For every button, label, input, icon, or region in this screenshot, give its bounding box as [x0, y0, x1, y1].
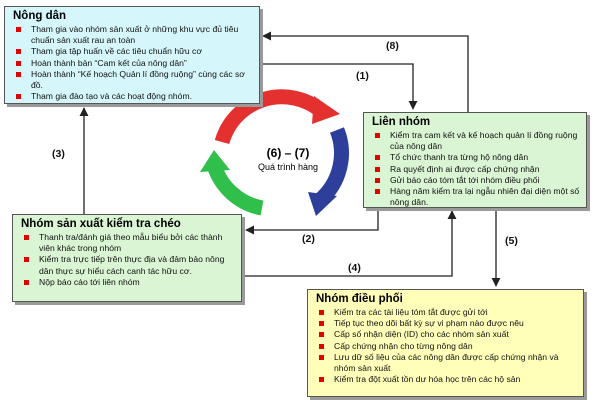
label-5: (5) — [505, 235, 518, 247]
list-item: Kiểm tra cam kết và kế hoạch quản lí đồn… — [372, 130, 580, 152]
coordination-box: Nhóm điều phối Kiểm tra các tài liệu tóm… — [307, 289, 584, 397]
list-item: Hàng năm kiểm tra lại ngẫu nhiên đại diệ… — [372, 186, 580, 208]
list-item: Tham gia vào nhóm sản xuất ở những khu v… — [13, 24, 253, 46]
list-item: Tham gia tập huấn về các tiêu chuẩn hữu … — [13, 46, 253, 57]
list-item: Tham gia đào tạo và các hoạt động nhóm. — [13, 91, 253, 102]
arrow-2 — [245, 208, 379, 235]
list-item: Hoàn thành bản “Cam kết của nông dân” — [13, 58, 253, 69]
cross-check-list: Thanh tra/đánh giá theo mẫu biểu bởi các… — [21, 232, 235, 288]
list-item: Thanh tra/đánh giá theo mẫu biểu bởi các… — [21, 232, 235, 254]
list-item: Ra quyết định ai được cấp chứng nhận — [372, 164, 580, 175]
cycle-name: Quá trình hàng — [257, 162, 319, 172]
group-title: Liên nhóm — [372, 116, 431, 128]
farmer-box: Nông dân Tham gia vào nhóm sản xuất ở nh… — [4, 6, 260, 104]
label-8: (8) — [386, 40, 399, 52]
list-item: Lưu dữ số liệu của các nông dân được cấp… — [316, 352, 577, 374]
list-item: Kiểm tra đột xuất tồn dư hóa học trên cá… — [316, 374, 577, 385]
list-item: Tiếp tục theo dõi bất kỳ sự vi phạm nào … — [316, 318, 577, 329]
list-item: Nộp báo cáo tới liên nhóm — [21, 277, 235, 288]
cross-check-box: Nhóm sản xuất kiểm tra chéo Thanh tra/đá… — [12, 214, 242, 302]
arrow-1 — [260, 63, 418, 110]
list-item: Hoàn thành “Kế hoạch Quản lí đồng ruộng”… — [13, 69, 253, 91]
coordination-title: Nhóm điều phối — [316, 293, 403, 305]
group-box: Liên nhóm Kiểm tra cam kết và kế hoạch q… — [363, 112, 587, 208]
cross-check-title: Nhóm sản xuất kiểm tra chéo — [21, 218, 181, 230]
label-1: (1) — [356, 70, 369, 82]
coordination-list: Kiểm tra các tài liệu tóm tắt được gửi t… — [316, 307, 577, 385]
list-item: Tổ chức thanh tra từng hộ nông dân — [372, 152, 580, 163]
cycle-arrowhead-red — [312, 96, 340, 124]
list-item: Cấp chứng nhận cho từng nông dân — [316, 341, 577, 352]
cycle-number: (6) – (7) — [266, 146, 310, 160]
farmer-title: Nông dân — [13, 10, 67, 22]
list-item: Gửi báo cáo tóm tắt tới nhóm điều phối — [372, 175, 580, 186]
cycle-arrowhead-blue — [308, 192, 337, 216]
list-item: Kiểm tra các tài liệu tóm tắt được gửi t… — [316, 307, 577, 318]
cycle-arrow-blue — [314, 127, 349, 206]
farmer-list: Tham gia vào nhóm sản xuất ở những khu v… — [13, 24, 253, 102]
list-item: Cấp số nhận diện (ID) cho các nhóm sản x… — [316, 329, 577, 340]
cycle-arrow-green — [206, 162, 264, 216]
label-3: (3) — [52, 148, 65, 160]
group-list: Kiểm tra cam kết và kế hoạch quản lí đồn… — [372, 130, 580, 208]
label-4: (4) — [348, 262, 361, 274]
list-item: Kiểm tra trực tiếp trên thực địa và đảm … — [21, 254, 235, 276]
arrow-8 — [262, 31, 469, 112]
label-2: (2) — [302, 233, 315, 245]
cycle-arrow-red — [214, 89, 325, 145]
cycle-arrowhead-green — [200, 150, 230, 172]
cycle-icon — [206, 89, 349, 216]
arrow-4 — [242, 210, 457, 277]
